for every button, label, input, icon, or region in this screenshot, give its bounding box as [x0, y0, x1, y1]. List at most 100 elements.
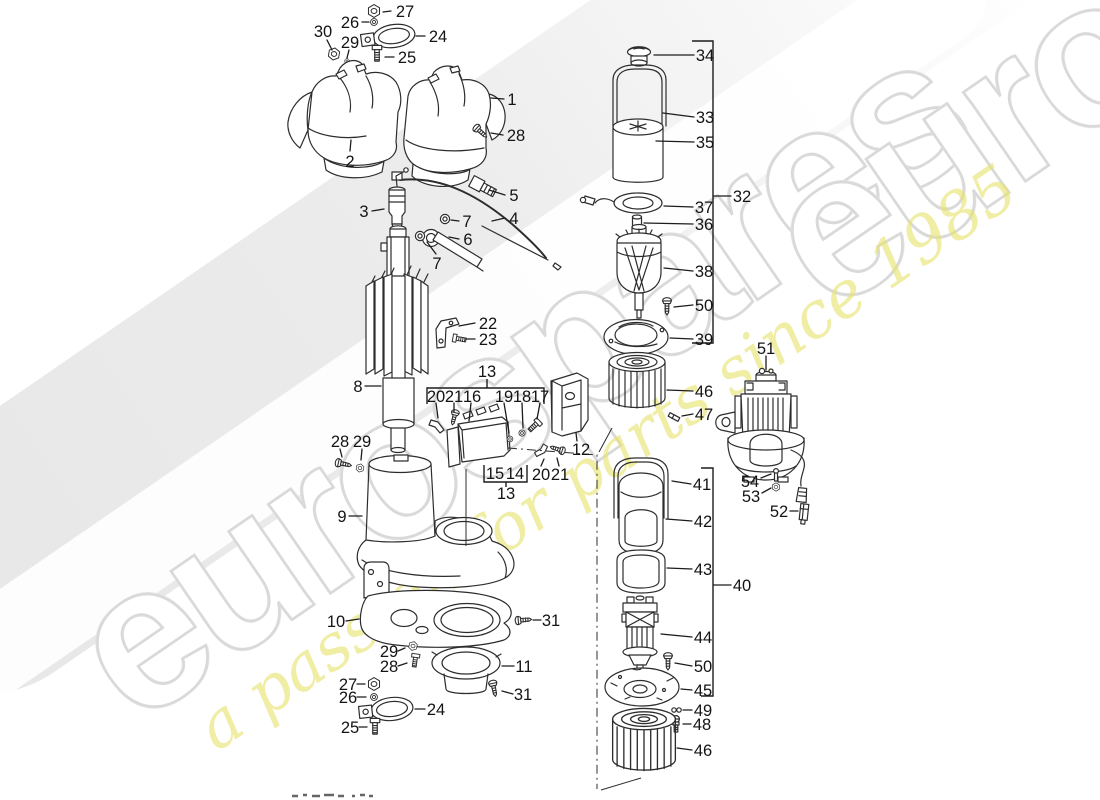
leader-line-27	[382, 10, 392, 13]
leader-line-3	[371, 208, 385, 212]
part-label-12: 12	[572, 441, 590, 459]
part-label-10: 10	[327, 613, 345, 631]
part-1-heater-shroud-right	[403, 65, 506, 187]
assembly-axis	[507, 447, 598, 789]
part-47-pin	[667, 412, 681, 422]
leader-line-44	[660, 633, 693, 638]
part-27-nut-top	[367, 4, 381, 18]
part-38-motor-armature	[615, 223, 663, 319]
leader-line-21	[556, 457, 560, 467]
part-label-34: 34	[696, 47, 714, 65]
part-43-seal-ring	[616, 549, 666, 594]
part-label-46: 46	[695, 383, 713, 401]
leader-line-29	[346, 49, 350, 59]
leader-line-35	[655, 140, 695, 143]
leader-line-37	[663, 205, 694, 208]
leader-line-19	[503, 402, 510, 434]
part-label-46: 46	[694, 742, 712, 760]
part-25-bolt-top	[371, 44, 383, 62]
leader-line-20	[540, 458, 545, 467]
part-8-heat-exchanger	[365, 225, 429, 454]
part-label-37: 37	[695, 199, 713, 217]
part-label-15: 15	[486, 465, 504, 483]
part-label-39: 39	[695, 331, 713, 349]
leader-line-33	[662, 112, 695, 118]
part-54-bolt	[772, 467, 780, 482]
part-label-9: 9	[337, 508, 346, 526]
part-49-pin	[671, 707, 682, 713]
part-label-31: 31	[514, 686, 532, 704]
part-label-29: 29	[353, 433, 371, 451]
part-10-mounting-plate	[359, 561, 512, 648]
part-label-22: 22	[479, 315, 497, 333]
part-18-washer	[518, 429, 526, 437]
part-50-screw-a	[662, 297, 672, 316]
leader-line-28	[490, 132, 504, 136]
part-label-27: 27	[339, 676, 357, 694]
leader-line-10	[345, 618, 360, 622]
leader-line-45	[680, 688, 693, 691]
leader-line-20	[435, 402, 439, 419]
part-label-7: 7	[462, 213, 471, 231]
part-label-28: 28	[380, 658, 398, 676]
part-label-28: 28	[331, 433, 349, 451]
part-label-36: 36	[695, 216, 713, 234]
part-45-base-plate	[604, 667, 680, 707]
part-28-screw-mid	[333, 457, 353, 471]
leader-line-50	[674, 662, 693, 667]
part-53-nut	[772, 482, 780, 492]
part-7-washer-a	[439, 213, 451, 225]
part-46-blower-wheel-bottom	[611, 707, 677, 772]
part-label-50: 50	[695, 297, 713, 315]
part-19-washer	[506, 435, 514, 443]
leader-line-7	[426, 241, 437, 255]
group-13-top-brace	[426, 387, 545, 404]
part-44-motor	[621, 595, 659, 681]
part-label-14: 14	[506, 465, 524, 483]
leader-line-42	[665, 518, 693, 522]
part-label-51: 51	[757, 340, 775, 358]
part-21-screw-right	[548, 442, 567, 456]
part-label-5: 5	[509, 187, 518, 205]
part-label-24: 24	[427, 701, 445, 719]
leader-line-28	[339, 448, 343, 458]
leader-line-2	[349, 139, 352, 152]
leader-line-54	[760, 473, 772, 479]
part-42-cover	[618, 472, 664, 555]
part-label-42: 42	[694, 513, 712, 531]
part-label-24: 24	[429, 28, 447, 46]
part-label-33: 33	[696, 109, 714, 127]
part-16-relay-switch	[446, 403, 511, 468]
part-39-mounting-flange	[603, 318, 669, 356]
part-label-31: 31	[542, 612, 560, 630]
bracket-and-centerline-layer	[426, 40, 714, 791]
part-52-connector	[798, 503, 810, 525]
leader-line-7	[450, 219, 460, 222]
part-label-28: 28	[507, 127, 525, 145]
part-label-7: 7	[432, 255, 441, 273]
part-label-11: 11	[515, 658, 532, 676]
part-label-17: 17	[531, 388, 549, 406]
part-9-blower-housing	[356, 454, 515, 589]
part-label-21: 21	[445, 388, 463, 406]
leader-line-6	[448, 236, 460, 240]
leader-line-30	[326, 39, 333, 51]
part-25-bolt-low	[369, 717, 381, 735]
part-label-4: 4	[509, 210, 518, 228]
part-label-2: 2	[345, 153, 354, 171]
part-26-washer-top	[370, 18, 378, 26]
part-label-20: 20	[532, 466, 550, 484]
leader-line-53	[761, 487, 772, 494]
part-33-strap-handle	[612, 64, 667, 127]
leader-line-4	[491, 217, 506, 222]
part-label-21: 21	[551, 466, 569, 484]
part-41-strap-handle	[613, 457, 669, 519]
leader-line-18	[521, 402, 524, 429]
part-label-26: 26	[339, 689, 357, 707]
part-4-cable-rod	[481, 225, 562, 271]
clipped-text-fragment	[292, 793, 373, 798]
leader-line-29	[360, 448, 363, 461]
part-2-heater-shroud-left	[287, 59, 402, 179]
